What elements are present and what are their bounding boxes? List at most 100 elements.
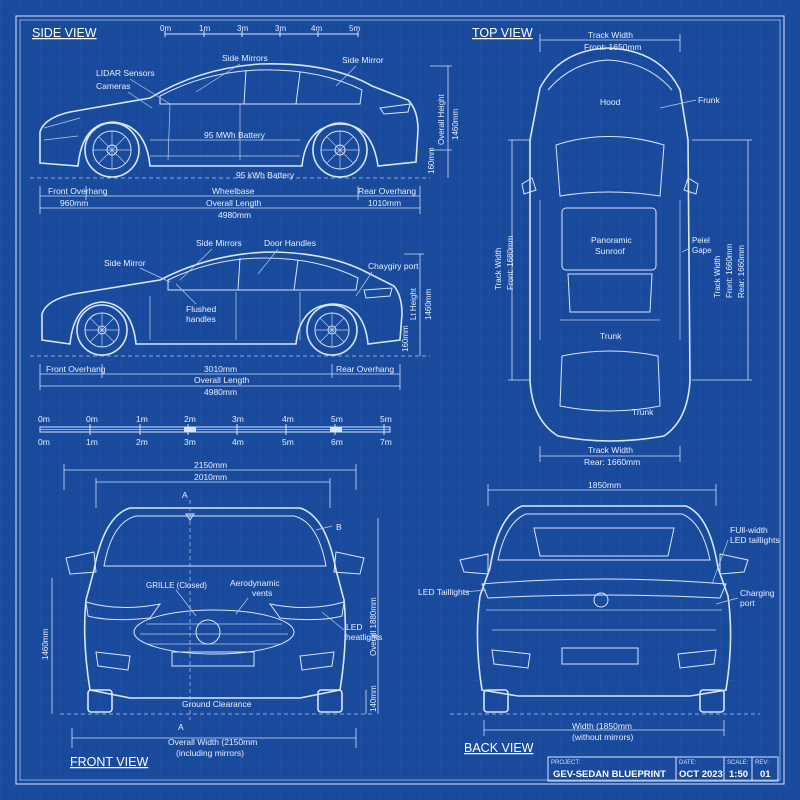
scale-label-bottom: 3m	[184, 437, 196, 447]
aero-label: Aerodynamic	[230, 578, 280, 588]
track-right-label: Track Width	[713, 256, 722, 298]
front-ground-value: 140mm	[369, 685, 378, 712]
front-width-value-2: 2010mm	[194, 472, 227, 482]
headlights-label: heatlights	[346, 632, 382, 642]
project-name: GEV-SEDAN BLUEPRINT	[553, 769, 666, 780]
front-width-value-1: 2150mm	[194, 460, 227, 470]
rev-label: REV:	[755, 760, 769, 766]
back-view-title: BACK VIEW	[464, 741, 534, 755]
scale-label-bottom: 7m	[380, 437, 392, 447]
section-a-top: A	[182, 490, 188, 500]
scale-label-bottom: 2m	[136, 437, 148, 447]
ground-clearance-label: Ground Clearance	[182, 699, 252, 709]
wheelbase-label: Wheelbase	[212, 186, 255, 196]
front-overhang-label-2: Front Overhang	[46, 364, 106, 374]
charging-port-label-back: port	[740, 598, 755, 608]
rev-value: 01	[760, 769, 771, 780]
scale-label-bottom: 4m	[232, 437, 244, 447]
overall-length-label-2: Overall Length	[194, 375, 250, 385]
led-taillights-label: LED taillights	[730, 535, 780, 545]
taillights-label: LED Taillights	[418, 587, 469, 597]
handles-label: handles	[186, 314, 216, 324]
track-right-rear: Rear: 1660mm	[737, 245, 746, 298]
top-view-car	[521, 47, 699, 442]
side-mirror-label: Side Mirror	[342, 55, 384, 65]
side-view-car-1	[30, 63, 430, 179]
rear-overhang-value: 1010mm	[368, 198, 401, 208]
side-view-car-2	[30, 251, 430, 357]
date-label: DATE:	[679, 760, 697, 766]
charging-port-label: Chaygiry port	[368, 261, 419, 271]
scale-label-bottom: 6m	[331, 437, 343, 447]
top-view-title: TOP VIEW	[472, 26, 533, 40]
full-width-label: FUll-width	[730, 525, 768, 535]
lt-height-label: Lt Height	[409, 287, 418, 320]
overall-height-value: 1460mm	[451, 109, 460, 140]
lidar-label: LIDAR Sensors	[96, 68, 155, 78]
scale-label-top: 4m	[282, 414, 294, 424]
track-right-front: Front: 1660mm	[725, 243, 734, 298]
project-label: PROJECT:	[551, 760, 580, 766]
scale-label-top: 3m	[232, 414, 244, 424]
trunk-label-2: Trunk	[632, 407, 654, 417]
bottom-track-width-label: Track Width	[588, 445, 633, 455]
section-b: B	[336, 522, 342, 532]
track-left-label: Track Width	[494, 248, 503, 290]
scale-label-top: 5m	[331, 414, 343, 424]
overall-height-label: Overall Height	[437, 94, 446, 145]
ground-clearance-value: 160mm	[427, 147, 436, 174]
panel-gap-label: Peiel	[692, 236, 710, 245]
flushed-label: Flushed	[186, 304, 217, 314]
scale-value: 1:50	[729, 769, 748, 780]
overall-length-value: 4980mm	[218, 210, 251, 220]
led-label: LED	[346, 622, 363, 632]
scale-label-bottom: 1m	[86, 437, 98, 447]
top-scale-label: 3m	[275, 24, 286, 33]
wheelbase-value-2: 3010mm	[204, 364, 237, 374]
overall-width-label: Overall Width (2150mm	[168, 737, 257, 747]
aero-vents-label: vents	[252, 588, 272, 598]
back-view-car	[450, 505, 760, 715]
door-handles-label: Door Handles	[264, 238, 316, 248]
top-scale-label: 5m	[349, 24, 360, 33]
panoramic-label: Panoramic	[591, 235, 632, 245]
frunk-label: Frunk	[698, 95, 720, 105]
ground-value-2: 160mm	[401, 325, 410, 352]
front-overhang-label: Front Overhang	[48, 186, 108, 196]
scale-label-top: 2m	[184, 414, 196, 424]
side-mirrors-label-2: Side Mirrors	[196, 238, 242, 248]
without-mirrors-label: (without mirrors)	[572, 732, 634, 742]
charging-label: Charging	[740, 588, 775, 598]
trunk-label: Trunk	[600, 331, 622, 341]
track-left-value: Front: 1680mm	[506, 235, 515, 290]
front-view-car	[60, 507, 372, 715]
scale-label-top: 0m	[38, 414, 50, 424]
top-track-width-label: Track Width	[588, 30, 633, 40]
front-overhang-value: 960mm	[60, 198, 88, 208]
including-mirrors-label: (including mirrors)	[176, 748, 244, 758]
hood-label: Hood	[600, 97, 621, 107]
front-height-left: 1460mm	[41, 629, 50, 660]
back-width-value: 1850mm	[588, 480, 621, 490]
side-view-title: SIDE VIEW	[32, 26, 97, 40]
rear-overhang-label-2: Rear Overhang	[336, 364, 394, 374]
overall-length-label: Overall Length	[206, 198, 262, 208]
panel-gap-label-2: Gape	[692, 246, 712, 255]
overall-length-value-2: 4980mm	[204, 387, 237, 397]
scale-label: SCALE:	[727, 760, 749, 766]
scale-label-top: 0m	[86, 414, 98, 424]
scale-label-top: 1m	[136, 414, 148, 424]
front-view-title: FRONT VIEW	[70, 755, 148, 769]
title-block	[547, 756, 779, 782]
top-front-value: Front: 1650mm	[584, 42, 642, 52]
date-value: OCT 2023	[679, 769, 723, 780]
scale-label-bottom: 5m	[282, 437, 294, 447]
rear-overhang-label: Rear Overhang	[358, 186, 416, 196]
sheet-border	[15, 15, 785, 785]
side-mirrors-label: Side Mirrors	[222, 53, 268, 63]
bottom-rear-value: Rear: 1660mm	[584, 457, 640, 467]
side-mirror-label-2: Side Mirror	[104, 258, 146, 268]
top-scale-label: 4m	[311, 24, 322, 33]
